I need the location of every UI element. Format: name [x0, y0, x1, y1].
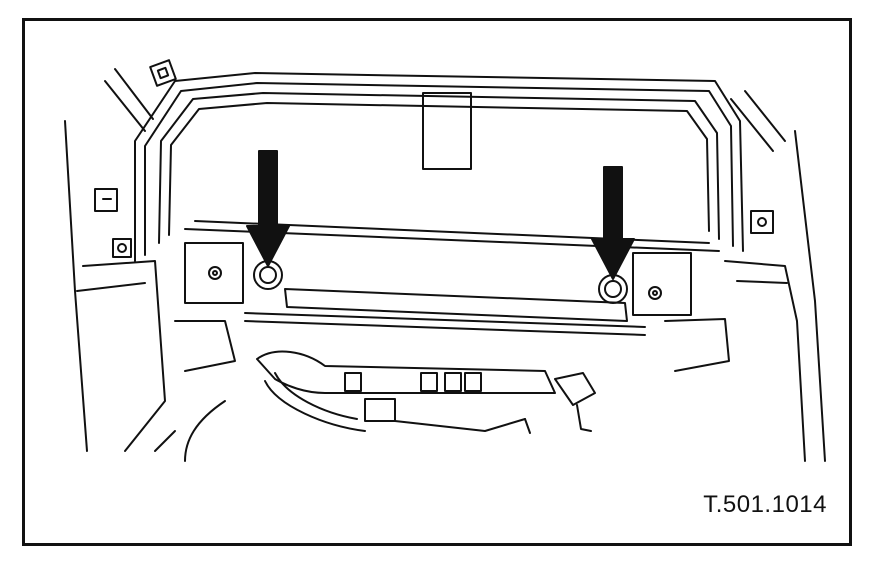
figure-reference-code: T.501.1014: [703, 491, 827, 518]
lower-mechanism: [154, 350, 596, 462]
left-side-panel: [64, 59, 177, 452]
technical-illustration: [64, 59, 826, 462]
center-plate: [422, 92, 472, 170]
left-fastener-arrow: [246, 150, 290, 267]
right-side-panel: [724, 90, 826, 462]
upper-trim-panel: [134, 72, 744, 262]
cross-member: [174, 288, 730, 372]
right-bracket: [598, 252, 692, 316]
right-fastener-arrow: [591, 166, 635, 280]
diagram-frame: T.501.1014: [22, 18, 852, 546]
